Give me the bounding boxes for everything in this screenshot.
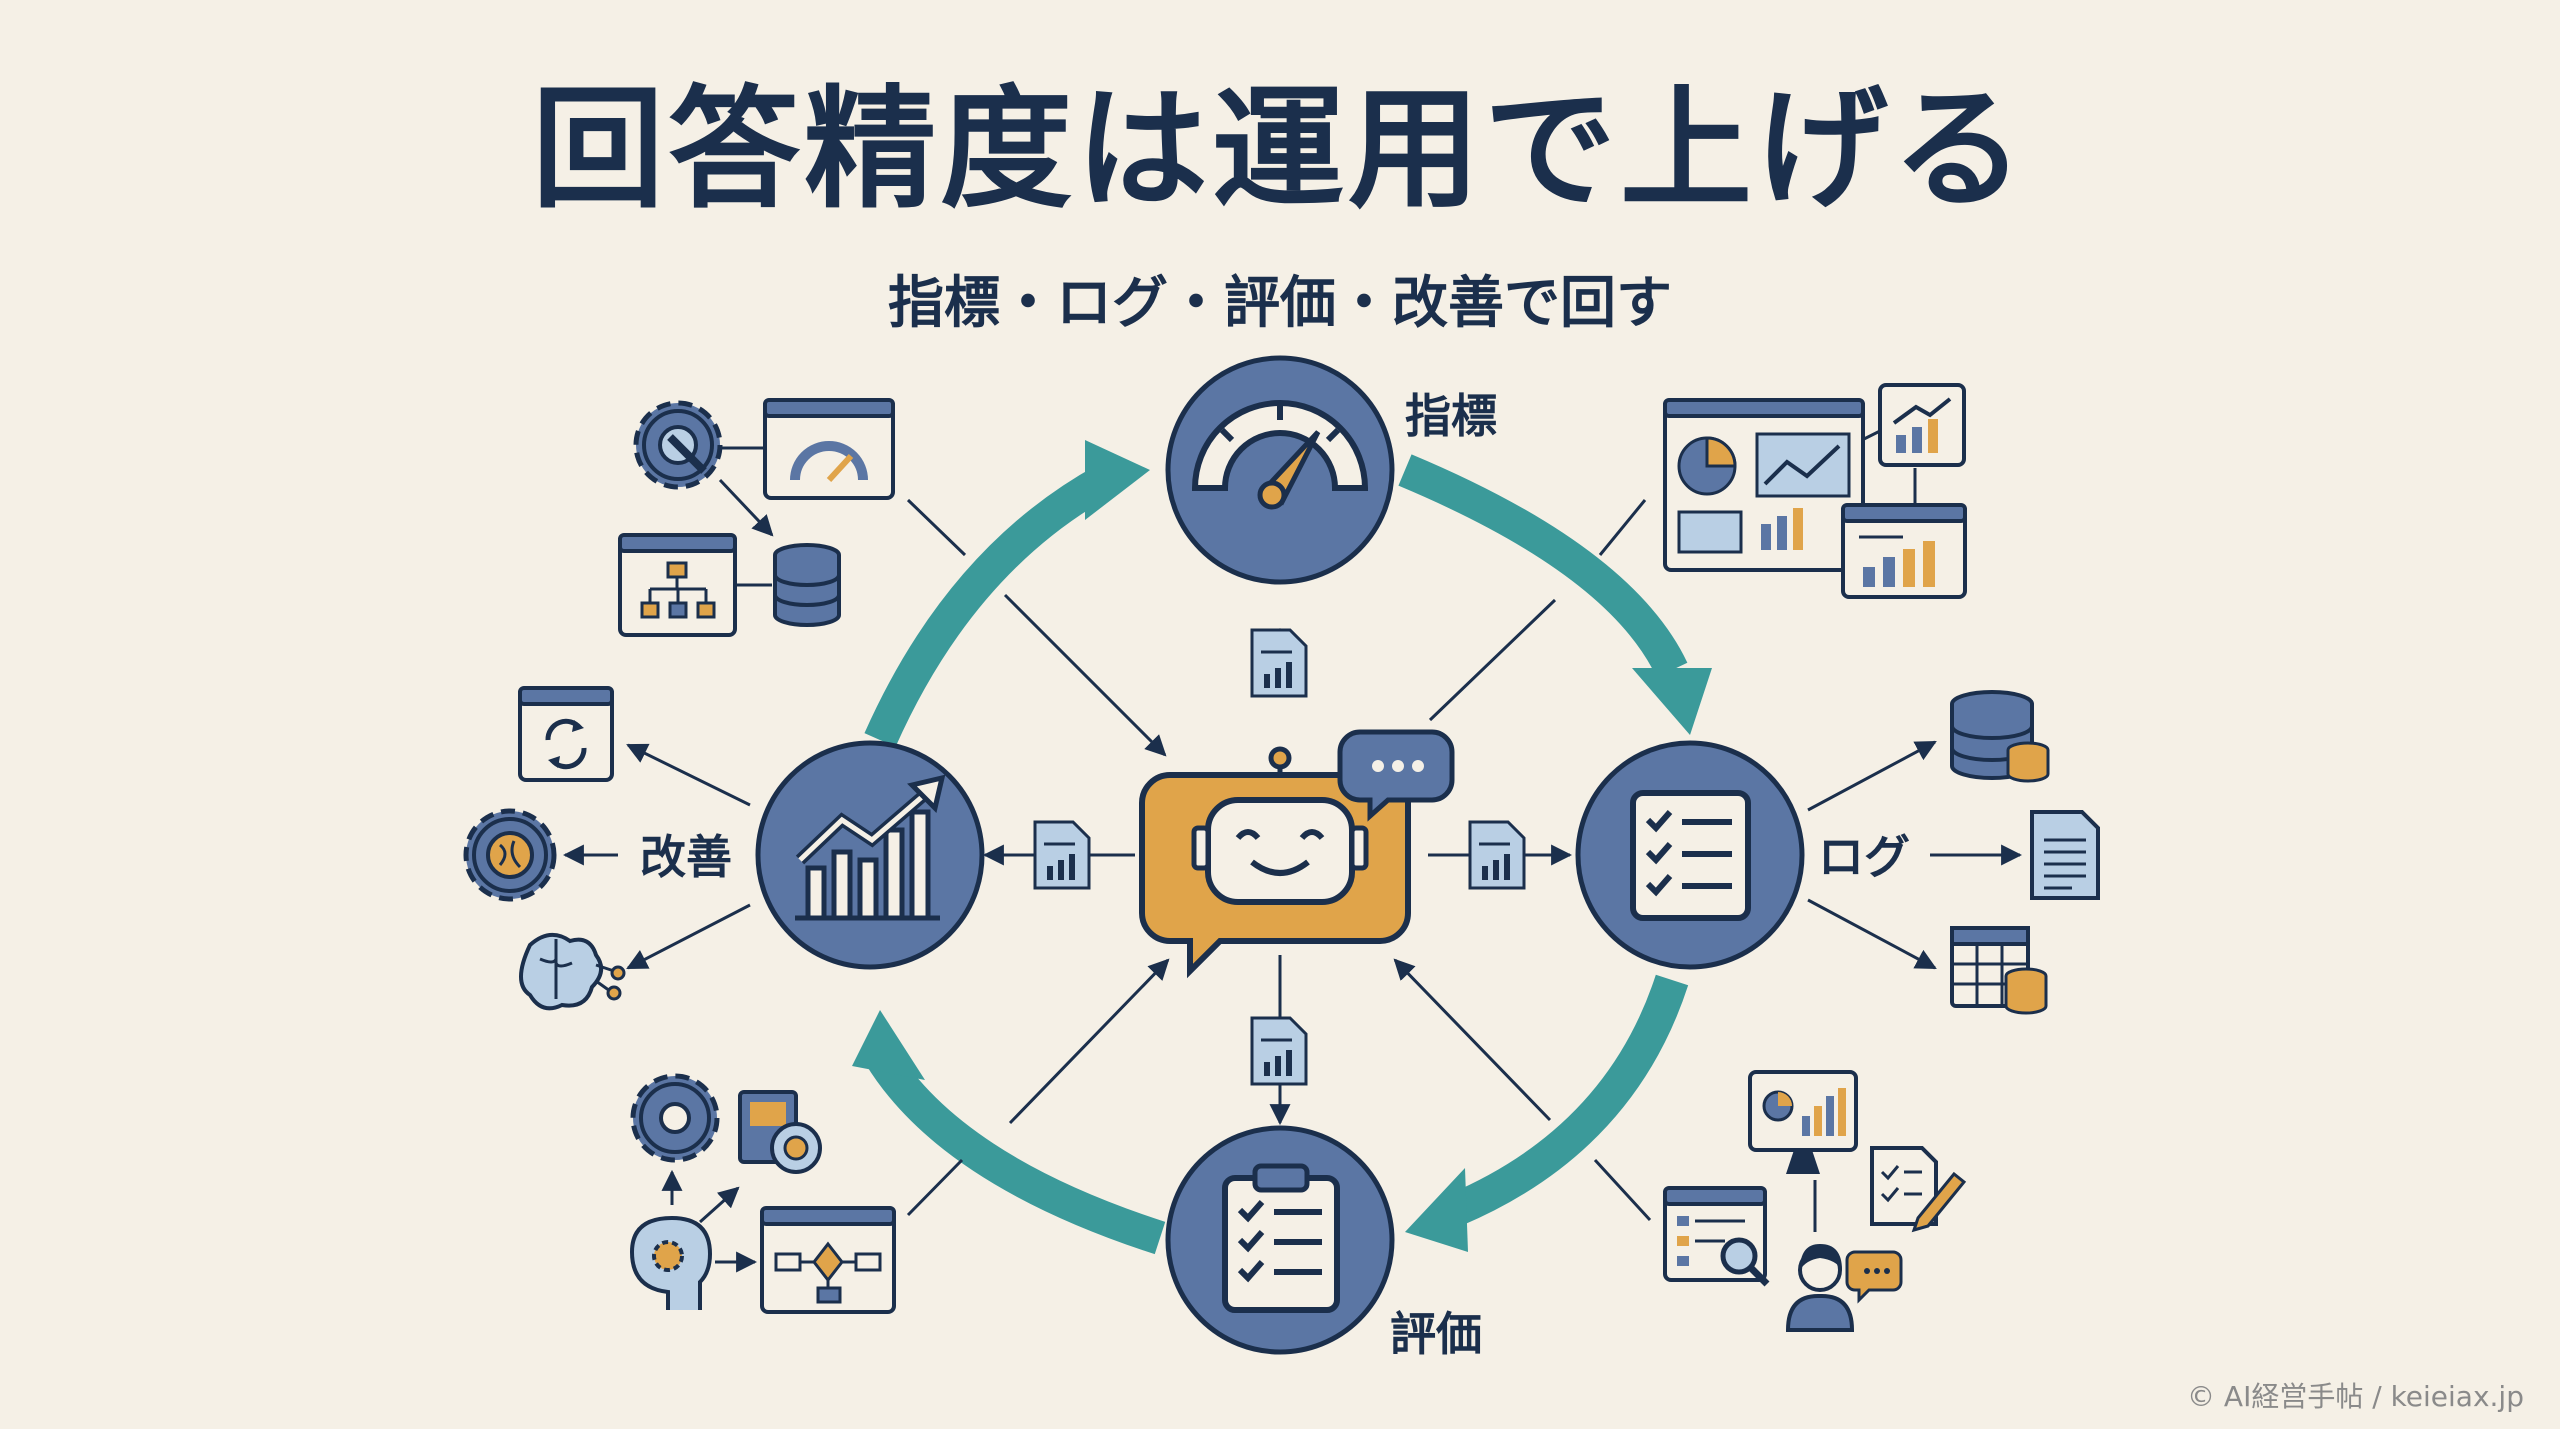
node-label-evaluation: 評価 xyxy=(1390,1307,1482,1361)
cycle-arrows xyxy=(864,454,1689,1255)
database-icon xyxy=(773,543,841,627)
node-evaluation: 評価 xyxy=(1165,1125,1482,1361)
copyright-credit: © AI経営手帖 / keieiax.jp xyxy=(2187,1380,2524,1413)
growth-chart-icon xyxy=(795,774,946,921)
chat-bubble-icon xyxy=(1845,1250,1903,1304)
gear-brain-icon xyxy=(463,808,557,902)
node-improvement: 改善 xyxy=(640,740,985,970)
person-icon xyxy=(1785,1244,1855,1332)
spreadsheet-database-icon xyxy=(1950,926,2048,1015)
monitor-chart-icon xyxy=(1748,1070,1858,1174)
cycle-arrowheads xyxy=(852,440,1712,1252)
gear-icon xyxy=(630,1073,720,1163)
page-title: 回答精度は運用で上げる xyxy=(532,73,2028,227)
document-icon xyxy=(1250,628,1308,698)
speech-bubble-icon xyxy=(1337,729,1455,822)
browser-hierarchy-icon xyxy=(618,533,737,637)
gauge-icon xyxy=(1191,400,1369,510)
head-gear-icon xyxy=(629,1215,713,1310)
document-pen-icon xyxy=(1870,1146,1967,1233)
document-icon xyxy=(1468,820,1526,890)
page-subtitle: 指標・ログ・評価・改善で回す xyxy=(888,271,1672,336)
cycle-arrow-log-to-evaluation xyxy=(1448,974,1689,1226)
dashboard-icon xyxy=(1663,398,1865,572)
clipboard-icon xyxy=(1222,1163,1340,1313)
chatbot-icon xyxy=(1139,729,1455,979)
cycle-arrow-evaluation-to-improvement xyxy=(865,1045,1166,1255)
gear-wrench-icon xyxy=(633,400,723,490)
document-icon xyxy=(1250,1016,1308,1086)
node-label-metrics: 指標 xyxy=(1405,389,1497,443)
search-window-icon xyxy=(1663,1186,1770,1287)
database-coins-icon xyxy=(1950,690,2050,783)
node-log: ログ xyxy=(1575,740,1910,970)
document-list-icon xyxy=(2030,810,2100,900)
settings-window-icon xyxy=(738,1090,822,1174)
checklist-icon xyxy=(1630,790,1751,921)
brain-network-icon xyxy=(519,933,626,1011)
node-metrics: 指標 xyxy=(1165,355,1497,585)
trend-chart-icon xyxy=(1878,383,1966,467)
document-icon xyxy=(1033,820,1091,890)
flowchart-window-icon xyxy=(760,1206,896,1314)
cycle-arrow-metrics-to-log xyxy=(1398,454,1688,678)
browser-gauge-icon xyxy=(763,398,895,500)
bar-chart-window-icon xyxy=(1841,503,1967,599)
cycle-arrow-improvement-to-metrics xyxy=(864,465,1114,747)
refresh-window-icon xyxy=(518,686,614,782)
node-label-log: ログ xyxy=(1818,830,1910,884)
node-label-improvement: 改善 xyxy=(640,830,732,884)
